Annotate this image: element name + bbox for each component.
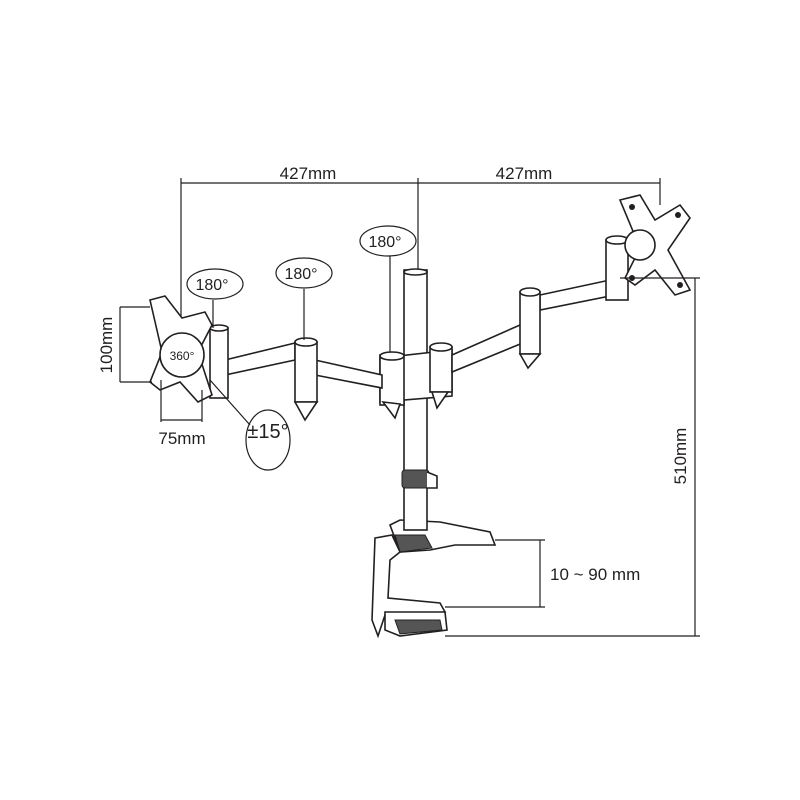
vesa-width-label: 75mm (158, 429, 205, 448)
clamp-range-dimension (445, 539, 545, 608)
center-hub (379, 342, 453, 420)
right-arm-length-label: 427mm (496, 164, 553, 183)
plate-rotation-label: 360° (170, 349, 195, 363)
right-arm (451, 235, 629, 374)
desk-clamp (371, 519, 497, 639)
total-height-label: 510mm (671, 428, 690, 485)
height-dimension (445, 277, 700, 637)
left-arm (209, 324, 383, 422)
elbow-swivel-label: 180° (284, 266, 317, 283)
vesa-width-dimension (160, 380, 203, 422)
plate-swivel-indicator: 180° (186, 268, 244, 328)
right-vesa-plate (618, 194, 692, 296)
pole-swivel-label: 180° (368, 234, 401, 251)
clamp-range-label: 10 ~ 90 mm (550, 565, 640, 584)
left-arm-length-label: 427mm (280, 164, 337, 183)
plate-swivel-label: 180° (195, 277, 228, 294)
vesa-height-dimension (119, 306, 152, 383)
pole (401, 268, 438, 531)
pole-swivel-indicator: 180° (359, 225, 417, 352)
tilt-label: ±15° (247, 421, 288, 443)
tilt-indicator: ±15° (209, 379, 291, 471)
elbow-swivel-indicator: 180° (275, 257, 333, 340)
width-dimension (180, 178, 661, 322)
vesa-height-label: 100mm (97, 317, 116, 374)
